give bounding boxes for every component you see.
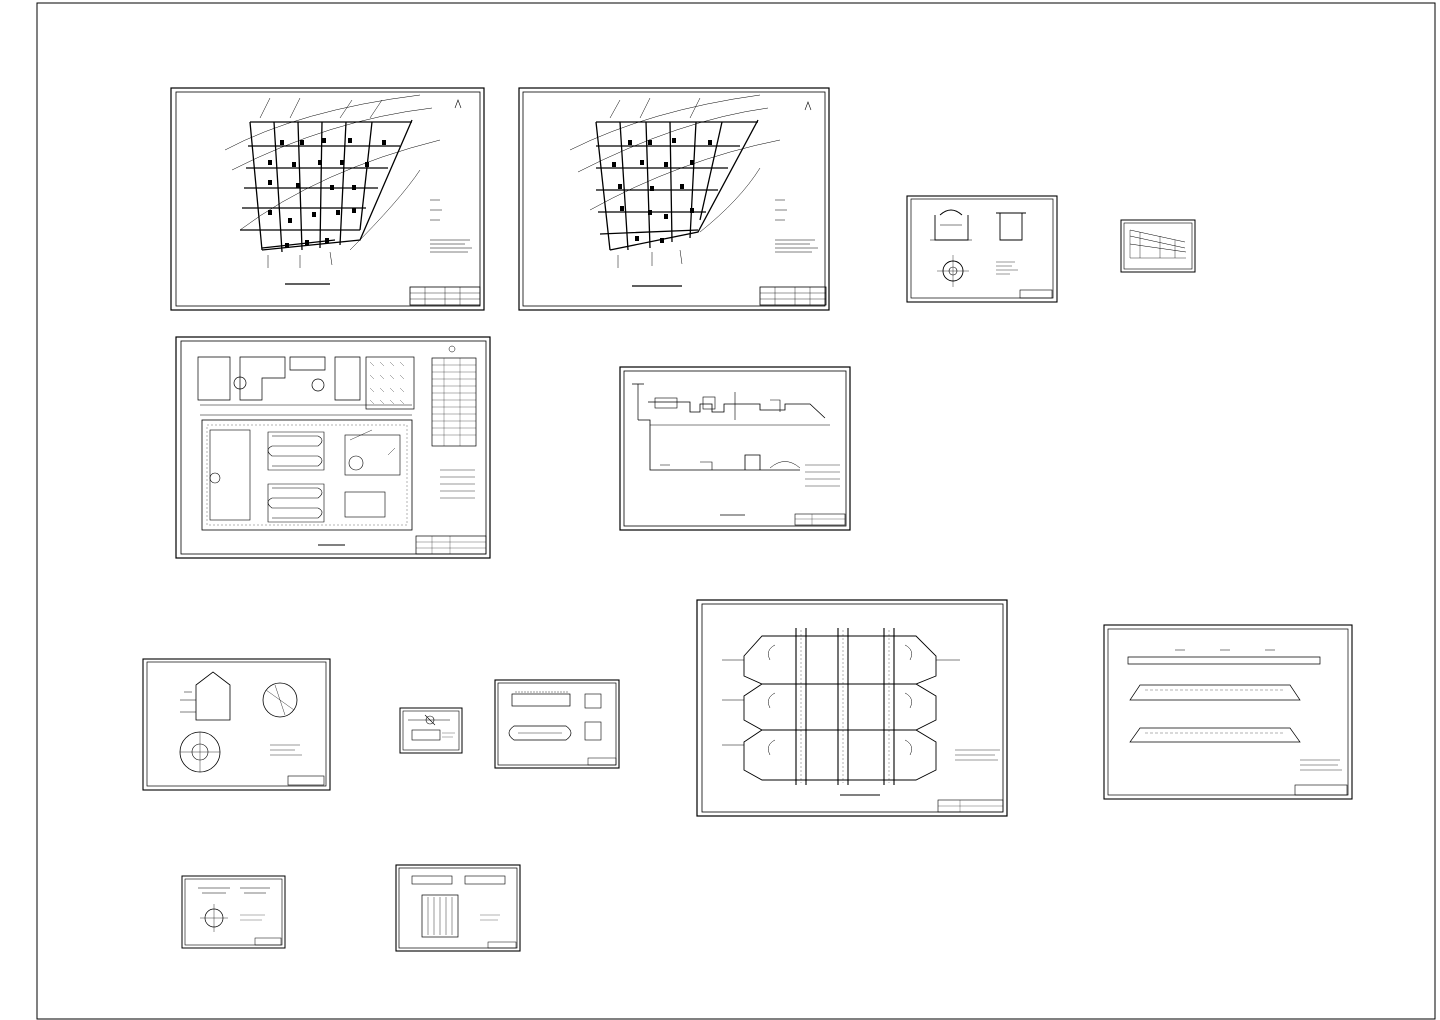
sheet-process-flow-profile[interactable]	[619, 366, 851, 531]
model-space-border	[36, 2, 1436, 1020]
sheet-filter-detail[interactable]	[395, 864, 521, 952]
sheet-manhole-detail[interactable]	[906, 195, 1058, 303]
sheet-circular-tank-detail[interactable]	[142, 658, 331, 791]
sheet-small-pump-detail[interactable]	[399, 707, 463, 754]
sheet-pipe-network-plan-1[interactable]	[170, 87, 485, 311]
sheet-channel-detail[interactable]	[494, 679, 620, 769]
sheet-pipe-network-plan-2[interactable]	[518, 87, 830, 311]
sheet-oxidation-ditch-sections[interactable]	[1103, 624, 1353, 800]
sheet-oxidation-ditch-plan[interactable]	[696, 599, 1008, 817]
sheet-small-profile[interactable]	[1120, 219, 1196, 273]
sheet-well-detail[interactable]	[181, 875, 286, 949]
sheet-treatment-plant-layout[interactable]	[175, 336, 491, 559]
